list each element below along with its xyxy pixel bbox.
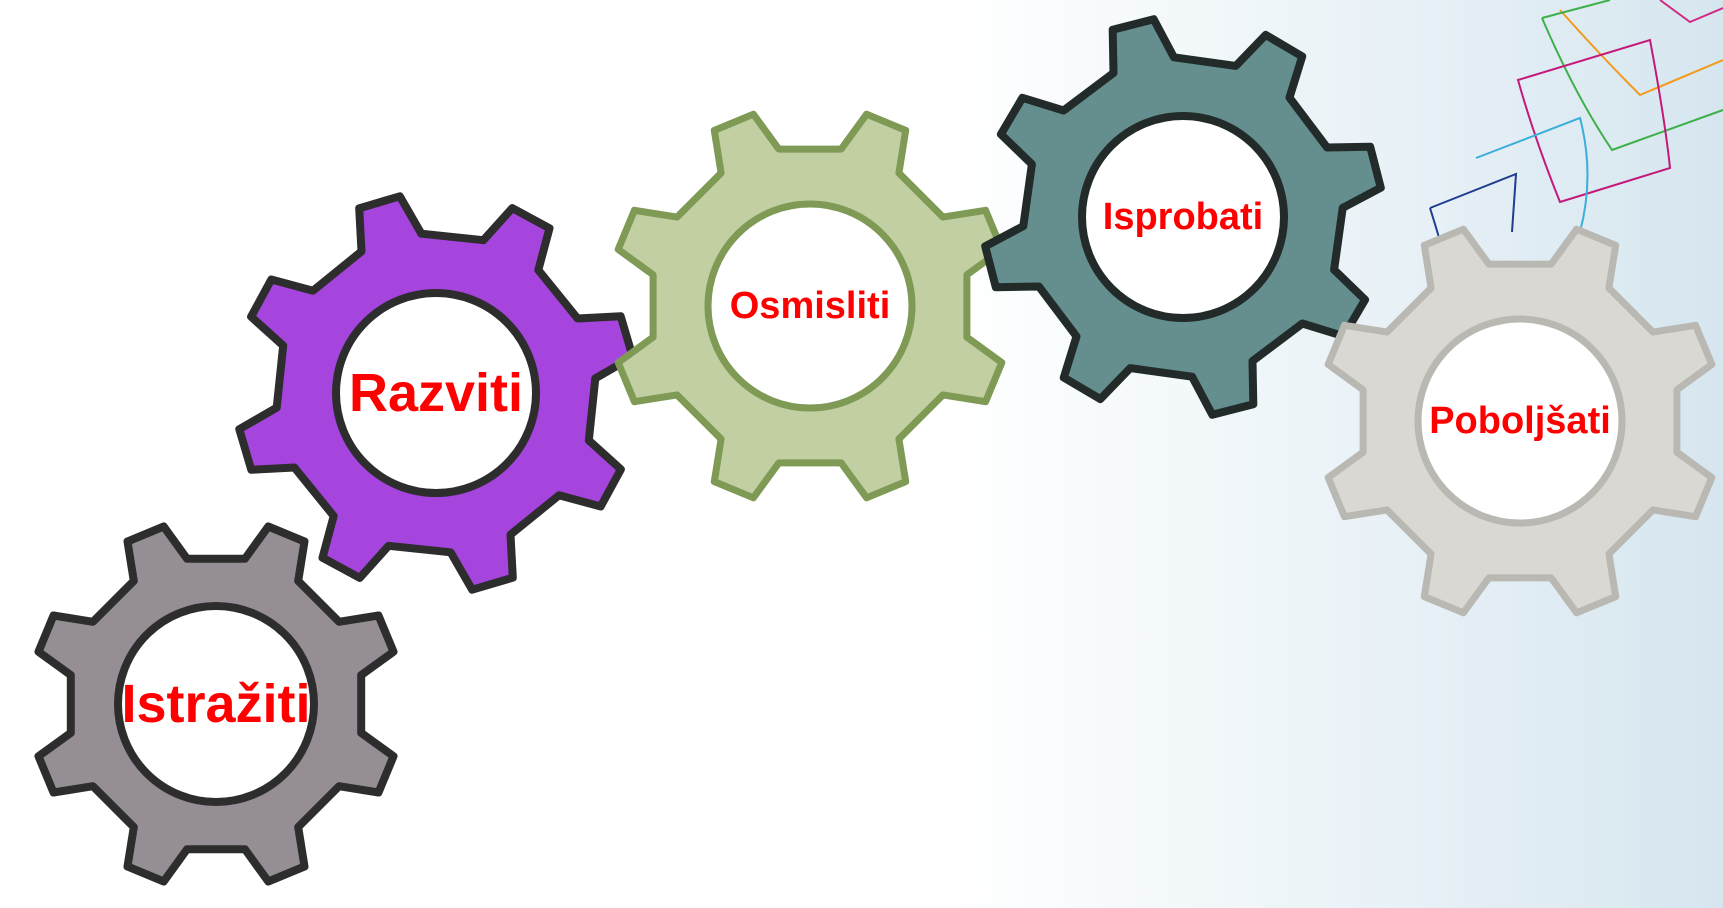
gear-center-hole	[704, 200, 916, 412]
gear-center-hole	[1078, 112, 1288, 322]
gear-isprobati: Isprobati	[981, 15, 1385, 419]
ribbon-cyan	[1475, 116, 1589, 233]
gear-center-hole	[332, 289, 540, 497]
ribbon-orange	[1559, 9, 1723, 97]
gear-label-isprobati: Isprobati	[1103, 196, 1263, 238]
ribbon-magenta-top	[1659, 0, 1723, 24]
gear-istraziti: Istražiti	[34, 522, 398, 886]
gear-center-hole	[114, 602, 318, 806]
gear-label-razviti: Razviti	[349, 363, 523, 423]
gear-label-istraziti: Istražiti	[121, 674, 310, 734]
gear-razviti: Razviti	[235, 192, 637, 594]
gear-label-poboljsati: Poboljšati	[1429, 400, 1611, 442]
gear-osmisliti: Osmisliti	[614, 110, 1006, 502]
ribbon-green	[1541, 0, 1723, 152]
gear-poboljsati: Poboljšati	[1324, 225, 1716, 617]
gear-label-osmisliti: Osmisliti	[730, 285, 891, 327]
gear-center-hole	[1414, 315, 1626, 527]
corner-ribbons-decoration	[1429, 0, 1723, 263]
ribbon-magenta	[1516, 38, 1672, 204]
